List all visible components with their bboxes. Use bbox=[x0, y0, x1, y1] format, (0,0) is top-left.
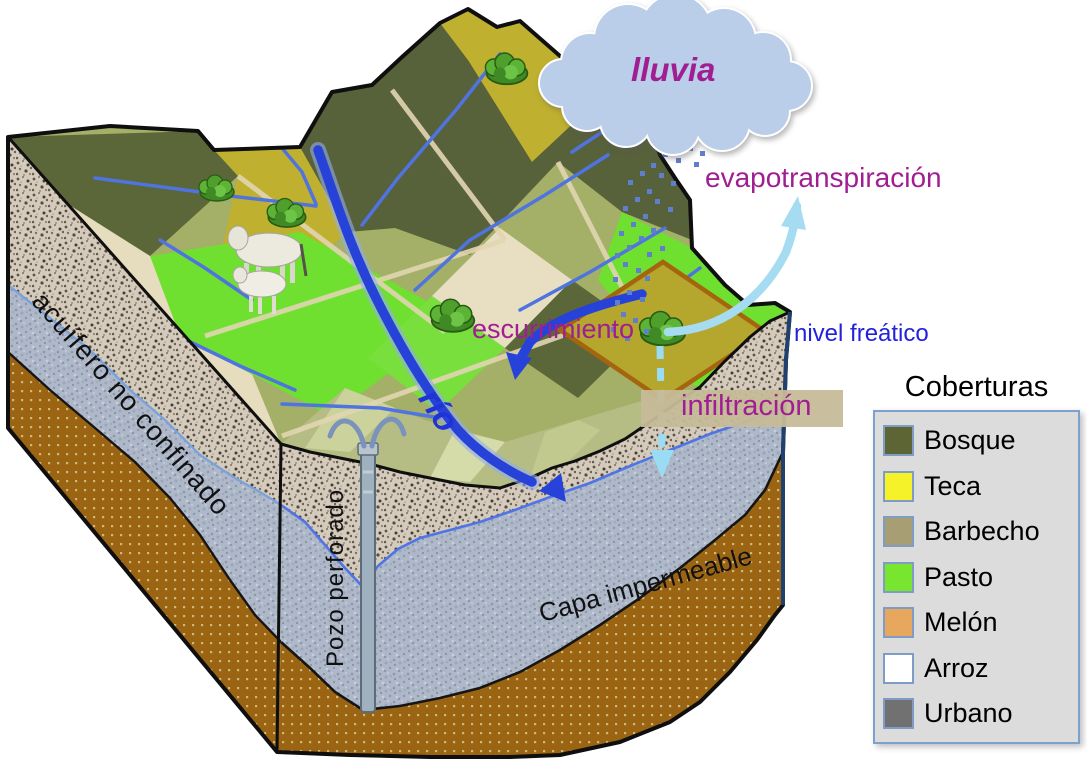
legend-label-teca: Teca bbox=[924, 470, 982, 501]
aquifer-front bbox=[281, 408, 783, 710]
evapotranspiration-arrow bbox=[663, 196, 806, 337]
runoff-arrowhead bbox=[539, 473, 566, 502]
well-icon bbox=[327, 416, 407, 713]
rain-cloud-icon bbox=[538, 0, 813, 156]
legend-item-barbecho: Barbecho bbox=[883, 516, 1078, 547]
legend-title: Coberturas bbox=[904, 371, 1049, 403]
annotation-water-table: nivel freático bbox=[794, 320, 929, 347]
infiltration-label-band bbox=[641, 390, 843, 427]
legend-label-arroz: Arroz bbox=[924, 652, 989, 683]
legend-label-bosque: Bosque bbox=[924, 425, 1016, 455]
rain-dots bbox=[611, 146, 705, 341]
cloud-label: lluvia bbox=[631, 51, 716, 88]
river bbox=[310, 142, 647, 502]
annotation-infiltration: infiltración bbox=[681, 390, 812, 422]
annotation-runoff: escurrimiento bbox=[472, 314, 635, 344]
legend-swatch-urbano bbox=[883, 698, 914, 729]
front-face bbox=[277, 312, 790, 757]
legend-item-bosque: Bosque bbox=[883, 425, 1078, 456]
legend-swatch-barbecho bbox=[883, 516, 914, 547]
legend-label-pasto: Pasto bbox=[924, 561, 994, 592]
legend-label-urbano: Urbano bbox=[924, 698, 1013, 728]
legend-swatch-teca bbox=[883, 470, 914, 502]
vadose-gravel bbox=[281, 312, 790, 586]
impermeable-layer-left bbox=[8, 352, 281, 752]
legend-item-teca: Teca bbox=[883, 470, 1078, 502]
legend-item-pasto: Pasto bbox=[883, 561, 1078, 593]
legend-swatch-arroz bbox=[883, 652, 914, 684]
legend-label-barbecho: Barbecho bbox=[924, 516, 1040, 546]
annotation-drilled-well: Pozo perforado bbox=[322, 488, 349, 667]
legend-item-arroz: Arroz bbox=[883, 652, 1078, 684]
annotation-evapotranspiration: evapotranspiración bbox=[705, 162, 942, 193]
block-edges bbox=[6, 7, 792, 759]
legend: Bosque Teca Barbecho Pasto Melón Arroz U… bbox=[873, 410, 1080, 744]
legend-item-melon: Melón bbox=[883, 607, 1078, 638]
impermeable-layer-front bbox=[277, 452, 783, 757]
legend-swatch-pasto bbox=[883, 561, 914, 593]
legend-swatch-bosque bbox=[883, 425, 914, 456]
left-face bbox=[7, 137, 282, 752]
water-table-line bbox=[280, 406, 784, 588]
legend-label-melon: Melón bbox=[924, 607, 998, 637]
legend-item-urbano: Urbano bbox=[883, 698, 1078, 729]
cow-icon bbox=[227, 225, 308, 314]
legend-swatch-melon bbox=[883, 607, 914, 638]
